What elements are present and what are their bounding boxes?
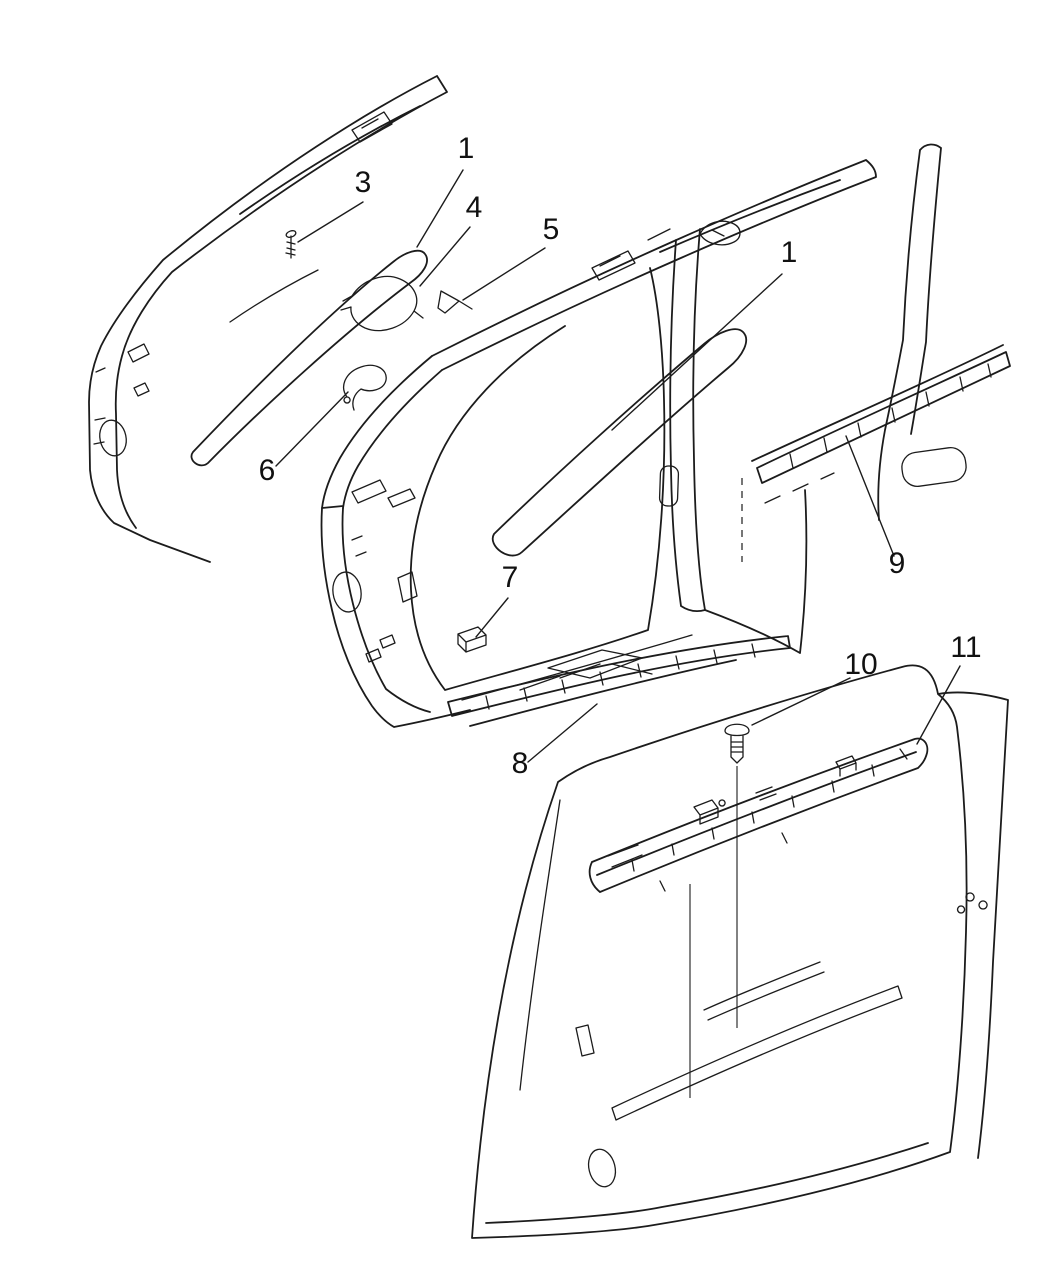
scuff-plate-front-ticks xyxy=(485,643,756,710)
pillar-trim-left xyxy=(190,249,428,467)
door-bottom-section xyxy=(471,664,1009,1239)
scuff-plate-sliding-sill xyxy=(751,344,1011,484)
callout-6: 6 xyxy=(259,454,276,487)
hook-part-6 xyxy=(343,364,387,411)
center-rear-lower-path xyxy=(704,489,808,654)
screw-shaft xyxy=(285,235,296,259)
center-windshield-cowl-path xyxy=(321,355,443,509)
center-hinge-pillar-path xyxy=(320,507,471,728)
scuff-plate-front-band xyxy=(447,635,791,727)
rear-quarter-section xyxy=(764,143,967,521)
callout-labels: 1 3 4 5 1 6 7 8 9 10 11 xyxy=(259,132,982,780)
bracket-part-4 xyxy=(340,275,424,332)
leader-lines xyxy=(275,169,961,763)
screw-part-3 xyxy=(285,230,297,259)
scuff-plate-sliding-band xyxy=(751,344,1011,484)
center-roof-brackets-path xyxy=(591,220,741,281)
clip-part-7 xyxy=(457,626,487,653)
door-pin-holes xyxy=(956,892,988,914)
door-striker-detail xyxy=(575,1024,595,1057)
door-outline-path xyxy=(471,664,1009,1239)
center-pillar-hole xyxy=(332,571,362,613)
left-body-detail-path xyxy=(93,111,393,445)
door-drain-hole xyxy=(587,1148,617,1188)
center-door-aperture-path xyxy=(409,267,666,691)
left-pillar-hole xyxy=(99,419,127,457)
pillar-trim-center xyxy=(491,328,748,557)
b-pillar-handle-cup xyxy=(658,465,680,507)
clip-part-5 xyxy=(437,290,473,314)
center-pillar-details-path xyxy=(351,535,418,663)
callout-5: 5 xyxy=(543,213,560,246)
assembly-alignment-lines xyxy=(689,766,738,1098)
callout-10: 10 xyxy=(844,648,877,681)
center-roof-rail-path xyxy=(431,159,877,371)
callout-11: 11 xyxy=(950,631,981,664)
push-pin-part-10 xyxy=(724,723,750,764)
rear-quarter-dashes xyxy=(764,472,835,504)
rear-quarter-opening xyxy=(901,447,967,487)
callout-1-center: 1 xyxy=(781,236,798,269)
center-b-pillar-path xyxy=(669,228,706,613)
callout-8: 8 xyxy=(512,747,529,780)
left-body-outline-path xyxy=(88,75,448,563)
scuff-plate-sliding-ticks xyxy=(789,363,992,469)
callout-3: 3 xyxy=(355,166,372,199)
center-cowl-brackets-path xyxy=(351,479,416,508)
sill-trim-ticks xyxy=(631,764,875,872)
rear-quarter-outline-path xyxy=(877,143,942,521)
sill-trim-band xyxy=(588,737,929,893)
sill-trim-details xyxy=(607,748,908,892)
left-body-section xyxy=(88,75,448,563)
callout-1-left: 1 xyxy=(458,132,475,165)
center-body-section xyxy=(320,159,877,728)
scuff-plate-front-sill xyxy=(447,635,791,727)
screw-head xyxy=(285,230,297,238)
callout-4: 4 xyxy=(466,191,483,224)
sill-trim-assembly-part-11 xyxy=(588,737,929,893)
callout-9: 9 xyxy=(889,547,906,580)
door-inner-lines-path xyxy=(519,799,903,1121)
callout-7: 7 xyxy=(502,561,519,594)
